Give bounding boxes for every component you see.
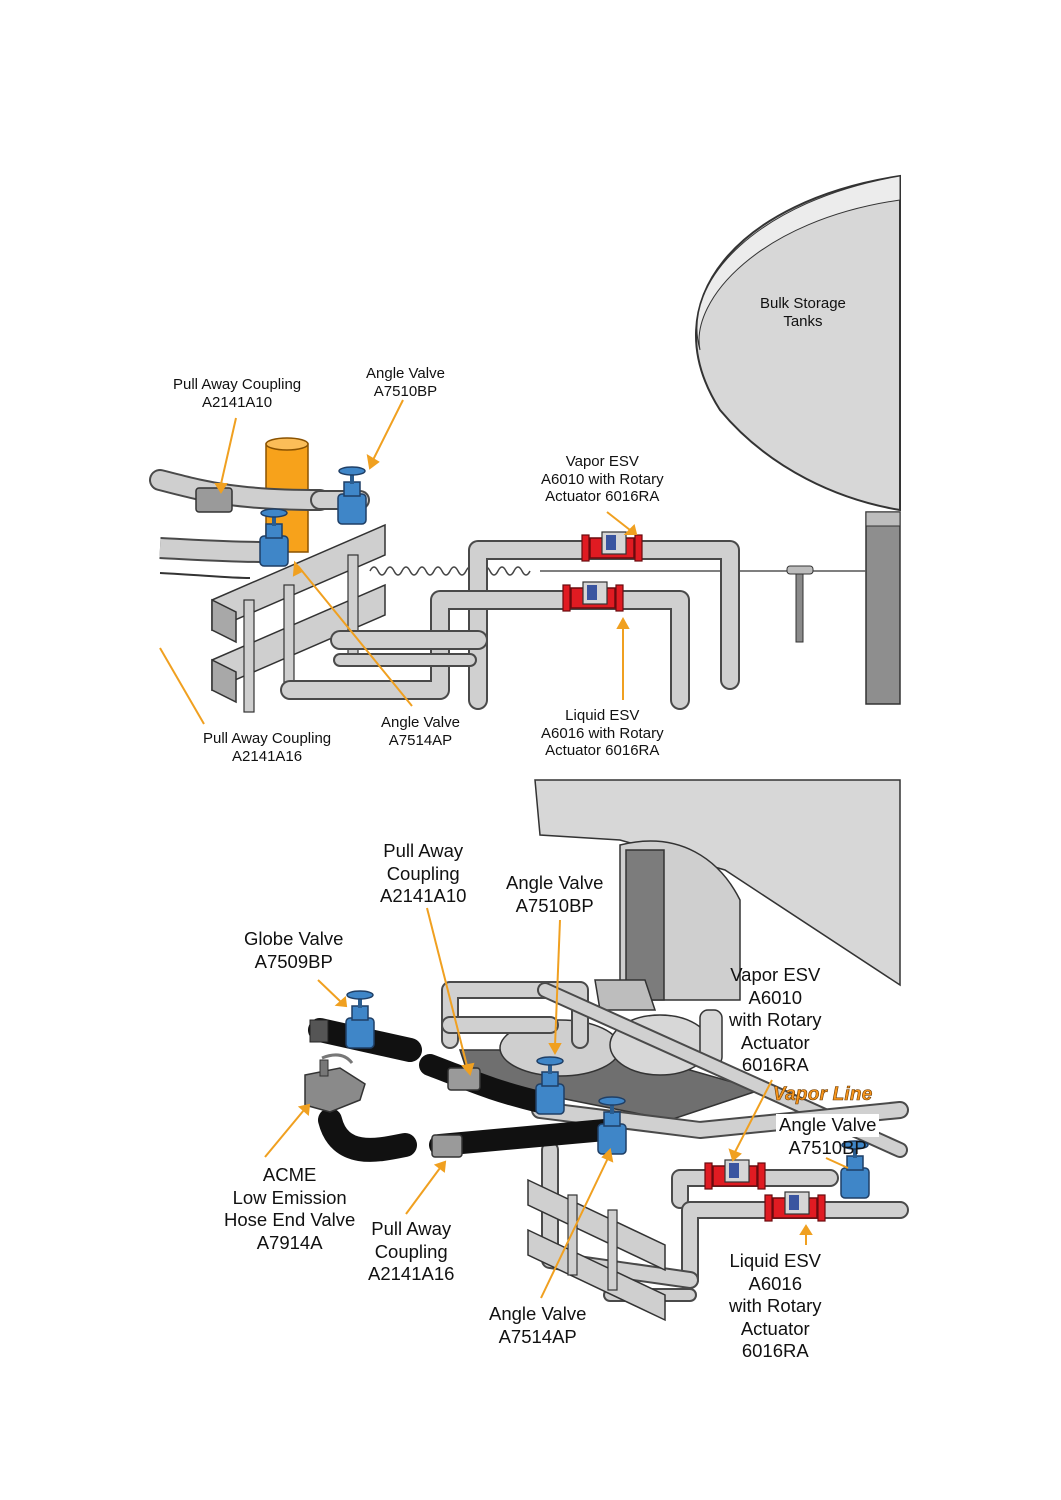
tank-support <box>865 511 901 705</box>
liquid-esv-icon <box>562 581 624 612</box>
vapor-esv-icon <box>581 531 643 562</box>
globe-valve-a7509bp-icon <box>345 990 375 1049</box>
coupling-a10-bottom <box>447 1067 481 1091</box>
vapor-esv-bottom-icon <box>704 1159 766 1190</box>
liquid-esv-bottom-icon <box>764 1191 826 1222</box>
ground-post <box>795 571 804 643</box>
label-vapor-line: Vapor Line <box>773 1084 873 1106</box>
bottom-tank <box>534 779 901 987</box>
top-diagram <box>149 174 901 725</box>
pull-away-coupling-a10 <box>195 487 233 513</box>
coupling-a16-bottom <box>431 1134 463 1158</box>
angle-valve-a7510bp-icon <box>337 466 367 525</box>
acme-hose-end-valve-icon <box>304 1053 366 1113</box>
